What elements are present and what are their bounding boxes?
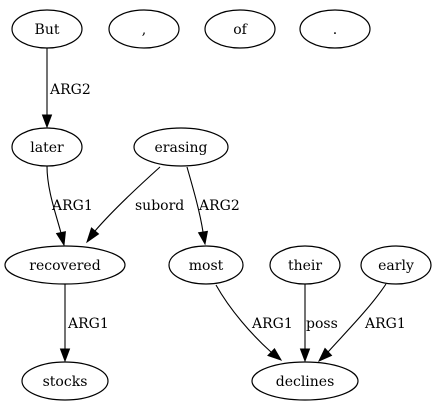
node-comma: , bbox=[108, 9, 180, 49]
edge-label-their-declines: poss bbox=[306, 316, 338, 332]
edge-but-later: ARG2 bbox=[41, 48, 91, 129]
node-most: most bbox=[168, 245, 244, 285]
node-label-most: most bbox=[189, 258, 224, 274]
edge-early-declines: ARG1 bbox=[317, 283, 406, 363]
edge-label-most-declines: ARG1 bbox=[251, 316, 293, 332]
node-declines: declines bbox=[251, 361, 359, 401]
node-label-recovered: recovered bbox=[29, 258, 100, 274]
node-stocks: stocks bbox=[21, 361, 109, 401]
edge-label-but-later: ARG2 bbox=[49, 82, 91, 98]
node-their: their bbox=[269, 245, 341, 285]
node-label-of: of bbox=[233, 22, 248, 38]
edge-erasing-most: ARG2 bbox=[186, 166, 240, 246]
node-label-their: their bbox=[288, 258, 322, 274]
node-label-declines: declines bbox=[276, 374, 335, 390]
edge-most-declines: ARG1 bbox=[215, 284, 293, 361]
edge-later-recovered: ARG1 bbox=[46, 165, 93, 247]
edge-label-early-declines: ARG1 bbox=[364, 316, 406, 332]
node-later: later bbox=[11, 127, 83, 167]
node-label-later: later bbox=[30, 140, 64, 156]
node-label-erasing: erasing bbox=[155, 140, 208, 156]
node-label-comma: , bbox=[142, 22, 146, 38]
node-recovered: recovered bbox=[4, 245, 126, 285]
node-label-but: But bbox=[35, 22, 60, 38]
edge-label-erasing-most: ARG2 bbox=[198, 198, 240, 214]
node-label-early: early bbox=[378, 258, 414, 274]
edge-their-declines: poss bbox=[299, 284, 338, 363]
node-label-stocks: stocks bbox=[43, 374, 88, 390]
node-of: of bbox=[204, 9, 276, 49]
edge-label-later-recovered: ARG1 bbox=[51, 198, 93, 214]
node-but: But bbox=[11, 9, 83, 49]
edge-recovered-stocks: ARG1 bbox=[59, 284, 109, 363]
node-erasing: erasing bbox=[133, 127, 229, 167]
node-label-period: . bbox=[333, 22, 337, 38]
node-early: early bbox=[360, 245, 432, 285]
edge-label-erasing-recovered: subord bbox=[135, 198, 184, 214]
edge-erasing-recovered: subord bbox=[86, 166, 184, 244]
edge-label-recovered-stocks: ARG1 bbox=[67, 316, 109, 332]
node-period: . bbox=[299, 9, 371, 49]
